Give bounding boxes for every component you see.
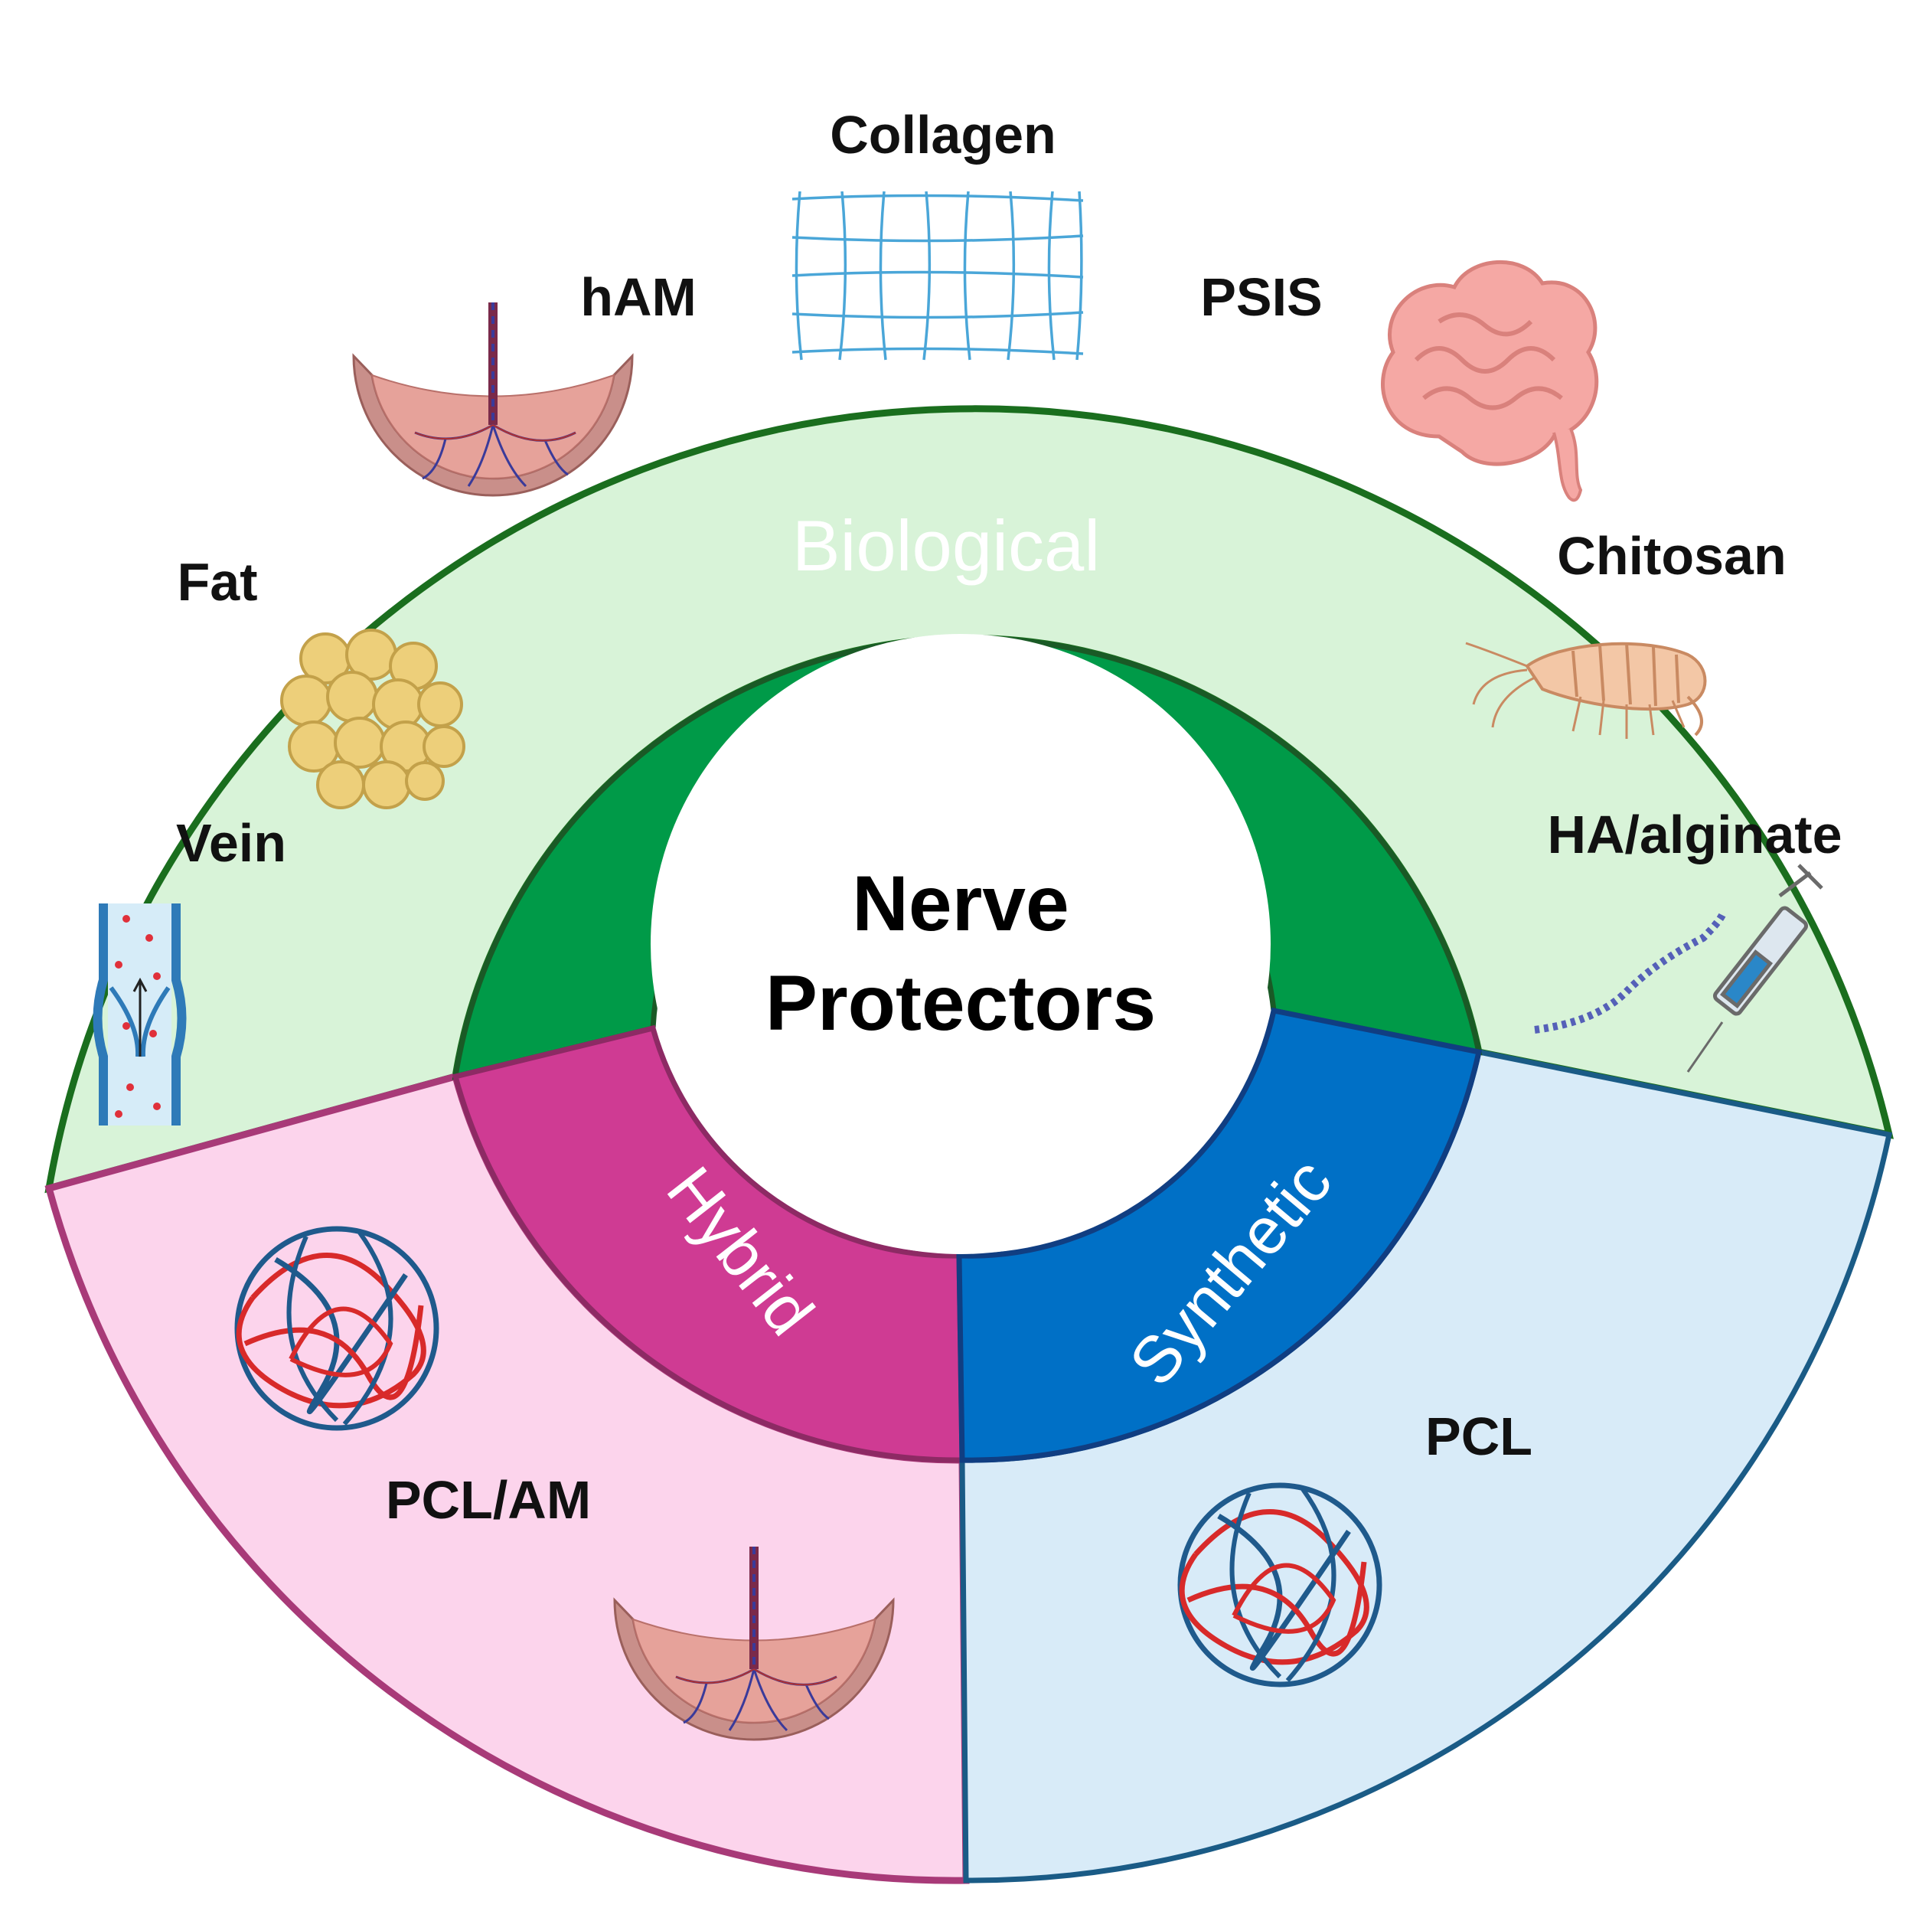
- hybrid-inner-ring: [452, 1024, 965, 1463]
- center-circle: [651, 634, 1271, 1254]
- center-title-line1: Nerve: [852, 860, 1069, 947]
- label-ham: hAM: [580, 267, 697, 327]
- polymer-chain-icon: [1534, 913, 1726, 1034]
- category-label-biological: Biological: [792, 505, 1100, 586]
- label-psis: PSIS: [1200, 267, 1323, 327]
- intestine-icon: [1381, 260, 1599, 502]
- fat-cells-icon: [280, 629, 465, 809]
- label-collagen: Collagen: [830, 105, 1056, 165]
- ring-segments: [44, 405, 1894, 1884]
- shrimp-icon: [1465, 642, 1707, 739]
- amniotic-membrane-icon: [613, 1547, 895, 1741]
- synthetic-inner-ring: [956, 1007, 1483, 1463]
- label-pcl-am: PCL/AM: [386, 1470, 591, 1530]
- label-ha-alginate: HA/alginate: [1547, 805, 1842, 864]
- label-vein: Vein: [176, 813, 286, 873]
- label-chitosan: Chitosan: [1557, 526, 1786, 586]
- center-title-line2: Protectors: [765, 959, 1156, 1047]
- label-fat: Fat: [178, 552, 258, 612]
- vein-icon: [93, 903, 187, 1126]
- label-pcl: PCL: [1425, 1406, 1532, 1466]
- polymer-ball-icon: [234, 1226, 439, 1431]
- syringe-icon: [1686, 864, 1823, 1073]
- polymer-ball-icon: [1177, 1482, 1382, 1687]
- collagen-mesh-icon: [791, 191, 1084, 361]
- amniotic-membrane-icon: [352, 302, 634, 497]
